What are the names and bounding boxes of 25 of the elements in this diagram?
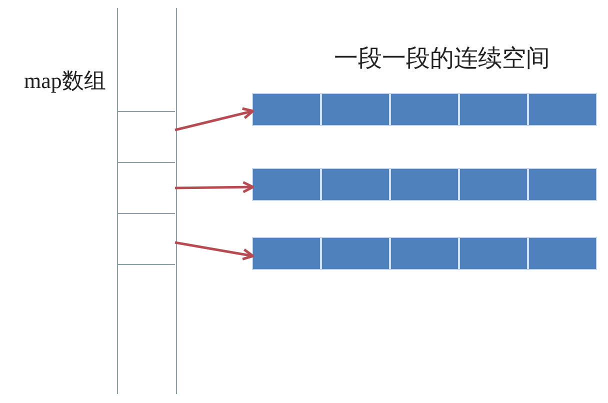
map-array-column (117, 8, 177, 394)
memory-segment (253, 238, 596, 269)
memory-cell (322, 238, 389, 269)
segments-heading: 一段一段的连续空间 (334, 43, 550, 74)
memory-cell (322, 169, 389, 200)
memory-cell (460, 238, 527, 269)
arrow (174, 241, 254, 260)
memory-segment (253, 169, 596, 200)
memory-cell (391, 238, 458, 269)
arrow (174, 107, 254, 132)
arrow (174, 180, 254, 194)
memory-cell (529, 238, 596, 269)
memory-cell (253, 94, 320, 125)
memory-cell (460, 94, 527, 125)
memory-cell (460, 169, 527, 200)
map-slot (118, 213, 175, 265)
memory-cell (529, 94, 596, 125)
memory-cell (529, 169, 596, 200)
memory-cell (391, 94, 458, 125)
array-label: map数组 (24, 67, 106, 95)
memory-cell (253, 169, 320, 200)
memory-cell (253, 238, 320, 269)
memory-segment (253, 94, 596, 125)
memory-cell (391, 169, 458, 200)
memory-cell (322, 94, 389, 125)
